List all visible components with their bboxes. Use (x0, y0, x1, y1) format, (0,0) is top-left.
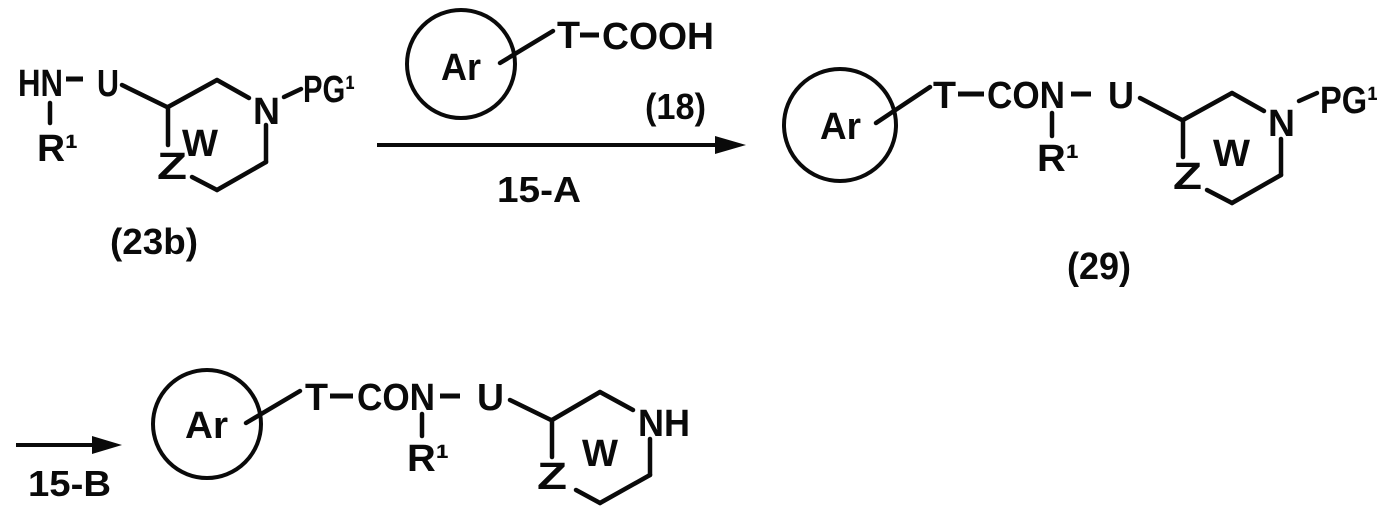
ring-bond (189, 174, 220, 193)
bond-u-ring (507, 397, 554, 423)
u-label: U (1108, 75, 1134, 117)
bond-n-pg1 (1296, 90, 1320, 104)
arrow-label-15a: 15-A (497, 169, 581, 210)
aryl-circle (782, 67, 898, 183)
ring-bond (597, 472, 653, 506)
compound-label-29: (29) (1067, 246, 1131, 288)
w-label: W (1213, 133, 1250, 175)
bond-ar-t (243, 388, 303, 426)
t-label: T (305, 377, 328, 419)
ring-bond (1180, 90, 1235, 123)
reactant-23b: HN U R¹ Z W N PG¹ (23b) (18, 63, 355, 262)
nh-label: NH (638, 403, 690, 445)
n-label: N (253, 91, 280, 133)
compound-label-18: (18) (645, 86, 706, 127)
ar-label: Ar (441, 47, 481, 89)
t-label: T (933, 75, 956, 117)
ar-label: Ar (185, 405, 228, 447)
bond-n-pg1 (281, 86, 304, 100)
ring-bond (1229, 172, 1284, 206)
aryl-circle (151, 368, 263, 480)
hn-label: HN (18, 63, 63, 105)
reaction-arrow-15b: 15-B (16, 436, 122, 504)
ring-bond (1204, 187, 1235, 206)
bond-u-ring (119, 82, 170, 110)
ring-bond (597, 389, 636, 413)
z-label: Z (537, 456, 567, 498)
ring-bond (549, 389, 603, 423)
ring-bond (1229, 90, 1267, 114)
aryl-circle (405, 8, 517, 120)
product-29: Ar T CON U R¹ Z W N PG¹ (29) (782, 67, 1378, 288)
z-label: Z (1173, 156, 1202, 198)
ring-bond (165, 77, 220, 110)
u-label: U (477, 377, 504, 419)
ring-bond (573, 487, 603, 506)
ring-bond (214, 159, 269, 193)
r1-label: R¹ (1037, 138, 1079, 180)
arrow-head-icon (715, 136, 746, 154)
pg1-label: PG¹ (303, 69, 355, 111)
ar-label: Ar (820, 106, 861, 148)
ring-bond (214, 77, 252, 101)
compound-label-23b: (23b) (110, 221, 198, 262)
t-label: T (557, 15, 580, 57)
arrow-head-icon (92, 436, 122, 454)
bond-ar-t (873, 84, 933, 126)
w-label: W (582, 433, 618, 475)
con-label: CON (987, 75, 1065, 117)
reagent-18: Ar T COOH (18) (405, 8, 714, 127)
final-product: Ar T CON U R¹ Z W NH (151, 368, 690, 506)
z-label: Z (157, 146, 187, 188)
w-label: W (182, 123, 218, 165)
bond-u-ring (1137, 95, 1185, 123)
bond-ar-t (497, 28, 556, 66)
r1-label: R¹ (37, 128, 78, 170)
reaction-arrow-15a: 15-A (377, 136, 746, 210)
pg1-label: PG¹ (1320, 80, 1378, 122)
arrow-label-15b: 15-B (28, 463, 111, 504)
n-label: N (1268, 103, 1295, 145)
u-label: U (97, 63, 119, 105)
r1-label: R¹ (407, 438, 449, 480)
cooh-label: COOH (602, 16, 714, 58)
